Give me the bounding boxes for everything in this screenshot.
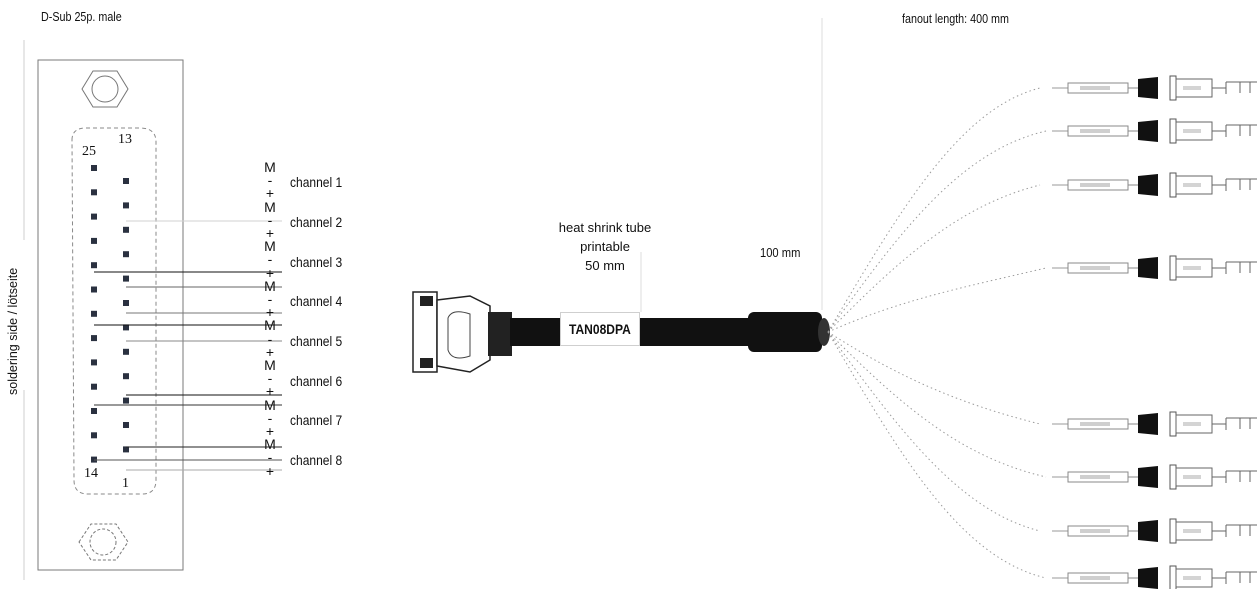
channel-label: channel 6: [290, 373, 343, 389]
fanout-wire: [827, 331, 1047, 478]
xlr-plug-icon: [1052, 172, 1257, 198]
pin: [123, 226, 129, 233]
pin: [91, 237, 97, 244]
xlr-plug-icon: [1052, 411, 1257, 437]
pin: [91, 310, 97, 317]
dsub-connector: [23, 40, 184, 580]
signal-mark: M: [264, 277, 276, 294]
signal-mark: -: [267, 291, 273, 307]
signal-mark: -: [267, 370, 273, 387]
pin-group: [91, 165, 129, 463]
tube-print-text: TAN08DPA: [569, 321, 631, 337]
pin: [123, 300, 129, 306]
signal-mark: M: [264, 198, 276, 215]
channel-label: channel 4: [290, 293, 343, 309]
signal-mark: M: [264, 238, 276, 255]
pin: [91, 165, 97, 171]
pin: [91, 262, 97, 269]
signal-mark: +: [265, 383, 275, 400]
heat-shrink-tube: TAN08DPA: [560, 312, 640, 346]
signal-mark: M: [264, 357, 276, 373]
channel-label: channel 1: [290, 174, 343, 190]
tube-label-line3: 50 mm: [585, 258, 625, 273]
wire-group: [94, 220, 282, 471]
signal-mark: -: [267, 211, 273, 228]
channel-label: channel 5: [290, 333, 343, 349]
pin: [123, 178, 129, 184]
xlr-plug-icon: [1052, 518, 1257, 544]
xlr-plug-icon: [1052, 75, 1257, 101]
pin: [91, 213, 97, 220]
pin-number-1: 1: [122, 476, 129, 491]
signal-mark: +: [265, 343, 275, 360]
signal-mark: +: [265, 185, 275, 202]
cable-length-label: 100 mm: [760, 245, 801, 260]
fanout-wire: [827, 331, 1041, 532]
xlr-plug-icon: [1052, 464, 1257, 490]
fanout-wire: [827, 331, 1047, 579]
signal-mark: -: [267, 172, 273, 189]
cable-end: [818, 318, 830, 346]
signal-mark: M: [264, 159, 276, 175]
channel-label: channel 8: [290, 452, 343, 468]
mounting-nut-top-icon: [81, 70, 129, 108]
fanout-wire: [827, 130, 1047, 333]
fanout-length-label: fanout length: 400 mm: [902, 12, 1009, 26]
pin-field-outline: [71, 127, 157, 495]
pin: [123, 446, 129, 453]
signal-mark: M: [264, 317, 276, 334]
xlr-plug-icon: [1052, 118, 1257, 144]
channel-label: channel 3: [290, 254, 343, 270]
xlr-plug-icon: [1052, 255, 1257, 281]
pin: [123, 373, 129, 380]
signal-mark: +: [265, 423, 275, 439]
pin-number-14: 14: [84, 466, 98, 481]
signal-mark: -: [267, 330, 273, 347]
pin: [123, 251, 129, 258]
signal-mark: +: [265, 462, 275, 479]
signal-mark: -: [267, 449, 273, 466]
signal-mark: +: [265, 264, 275, 281]
fanout-group: [827, 75, 1257, 589]
pin: [123, 422, 129, 428]
mounting-nut-bottom-icon: [78, 523, 129, 561]
pin: [91, 335, 97, 342]
pin-number-13: 13: [118, 132, 132, 147]
fanout-wire: [827, 331, 1041, 425]
cable-boot: [748, 312, 822, 352]
fanout-wire: [827, 87, 1041, 333]
channel-label: channel 2: [290, 214, 343, 230]
pin: [91, 408, 97, 414]
fanout-wire: [827, 184, 1041, 333]
signal-mark: -: [267, 251, 273, 268]
signal-mark: +: [265, 304, 275, 321]
signal-mark: M: [264, 436, 276, 453]
signal-mark: -: [267, 409, 273, 426]
tube-label-line1: heat shrink tube: [558, 220, 652, 235]
pin: [91, 189, 97, 196]
connector-title: D-Sub 25p. male: [41, 10, 122, 24]
signal-mark: M: [264, 396, 276, 413]
pin: [123, 275, 129, 282]
tube-label-line2: printable: [580, 239, 630, 254]
pin-number-25: 25: [82, 144, 96, 159]
signal-mark: +: [265, 225, 275, 241]
pin: [91, 286, 97, 293]
pin: [123, 348, 129, 355]
channel-label: channel 7: [290, 412, 343, 428]
dsub-hood-icon: [412, 291, 512, 373]
soldering-side-label: soldering side / lötseite: [6, 267, 20, 395]
pin: [123, 324, 129, 331]
pin: [123, 202, 129, 209]
xlr-plug-icon: [1052, 565, 1257, 589]
pin: [123, 397, 129, 404]
pin: [91, 359, 97, 366]
pin: [91, 383, 97, 390]
pin: [91, 432, 97, 439]
